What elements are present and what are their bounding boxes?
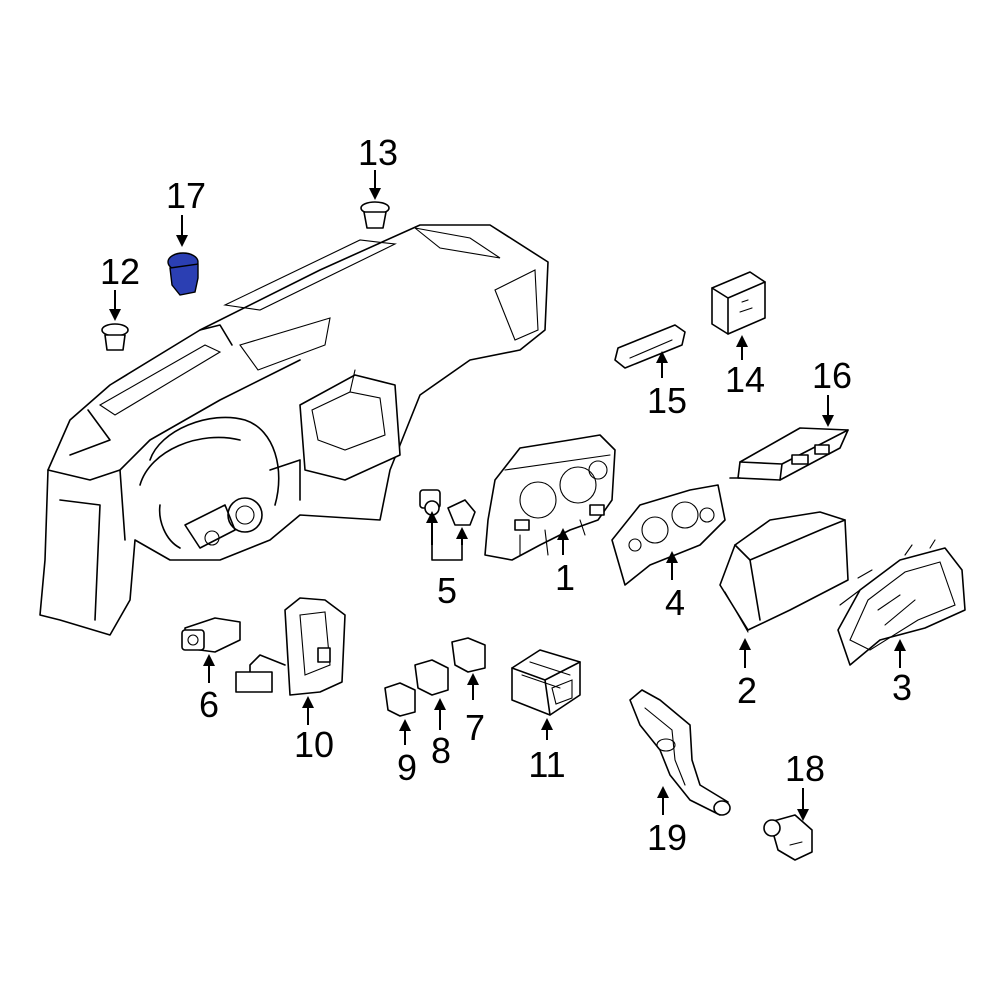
callout-3: 3	[892, 667, 912, 708]
part-3-cluster-lens	[837, 539, 966, 666]
part-14-sensor	[711, 271, 766, 335]
part-2-cluster-hood	[719, 511, 849, 633]
callout-2: 2	[737, 670, 757, 711]
callout-1: 1	[555, 557, 575, 598]
part-19-duct	[629, 689, 731, 816]
part-9-relay	[384, 682, 416, 717]
callout-14: 14	[725, 359, 765, 400]
callout-8: 8	[431, 730, 451, 771]
callout-11: 11	[528, 744, 565, 785]
callout-5: 5	[437, 570, 457, 611]
callout-13: 13	[358, 132, 398, 173]
callout-6: 6	[199, 684, 219, 725]
callout-17: 17	[166, 175, 206, 216]
callout-9: 9	[397, 747, 417, 788]
callout-15: 15	[647, 380, 687, 421]
dashboard-panel	[39, 224, 549, 636]
callout-16: 16	[812, 355, 852, 396]
callout-labels: 1 2 3 4 5 6 7 8 9 10 11 12 13 14 15 16 1…	[100, 132, 912, 858]
part-13-clip	[360, 201, 390, 229]
callout-10: 10	[294, 724, 334, 765]
part-17-clip-highlighted	[167, 252, 199, 296]
leader-arrows	[109, 170, 906, 821]
part-12-clip	[101, 323, 129, 351]
callout-19: 19	[647, 817, 687, 858]
part-1-instrument-cluster	[484, 434, 616, 561]
part-5-bulbs	[419, 489, 476, 561]
part-4-gauge-face	[611, 484, 726, 586]
part-16-control-module	[729, 427, 849, 481]
callout-12: 12	[100, 251, 140, 292]
callout-7: 7	[465, 707, 485, 748]
part-10-switch-bezel	[235, 597, 346, 696]
part-7-relay	[451, 637, 486, 673]
part-11-module	[511, 649, 581, 716]
part-18-sensor	[763, 814, 813, 861]
callout-4: 4	[665, 582, 685, 623]
part-15-switch-bar	[614, 324, 686, 369]
callout-18: 18	[785, 748, 825, 789]
part-6-switch	[181, 617, 241, 653]
part-8-relay	[414, 659, 449, 696]
